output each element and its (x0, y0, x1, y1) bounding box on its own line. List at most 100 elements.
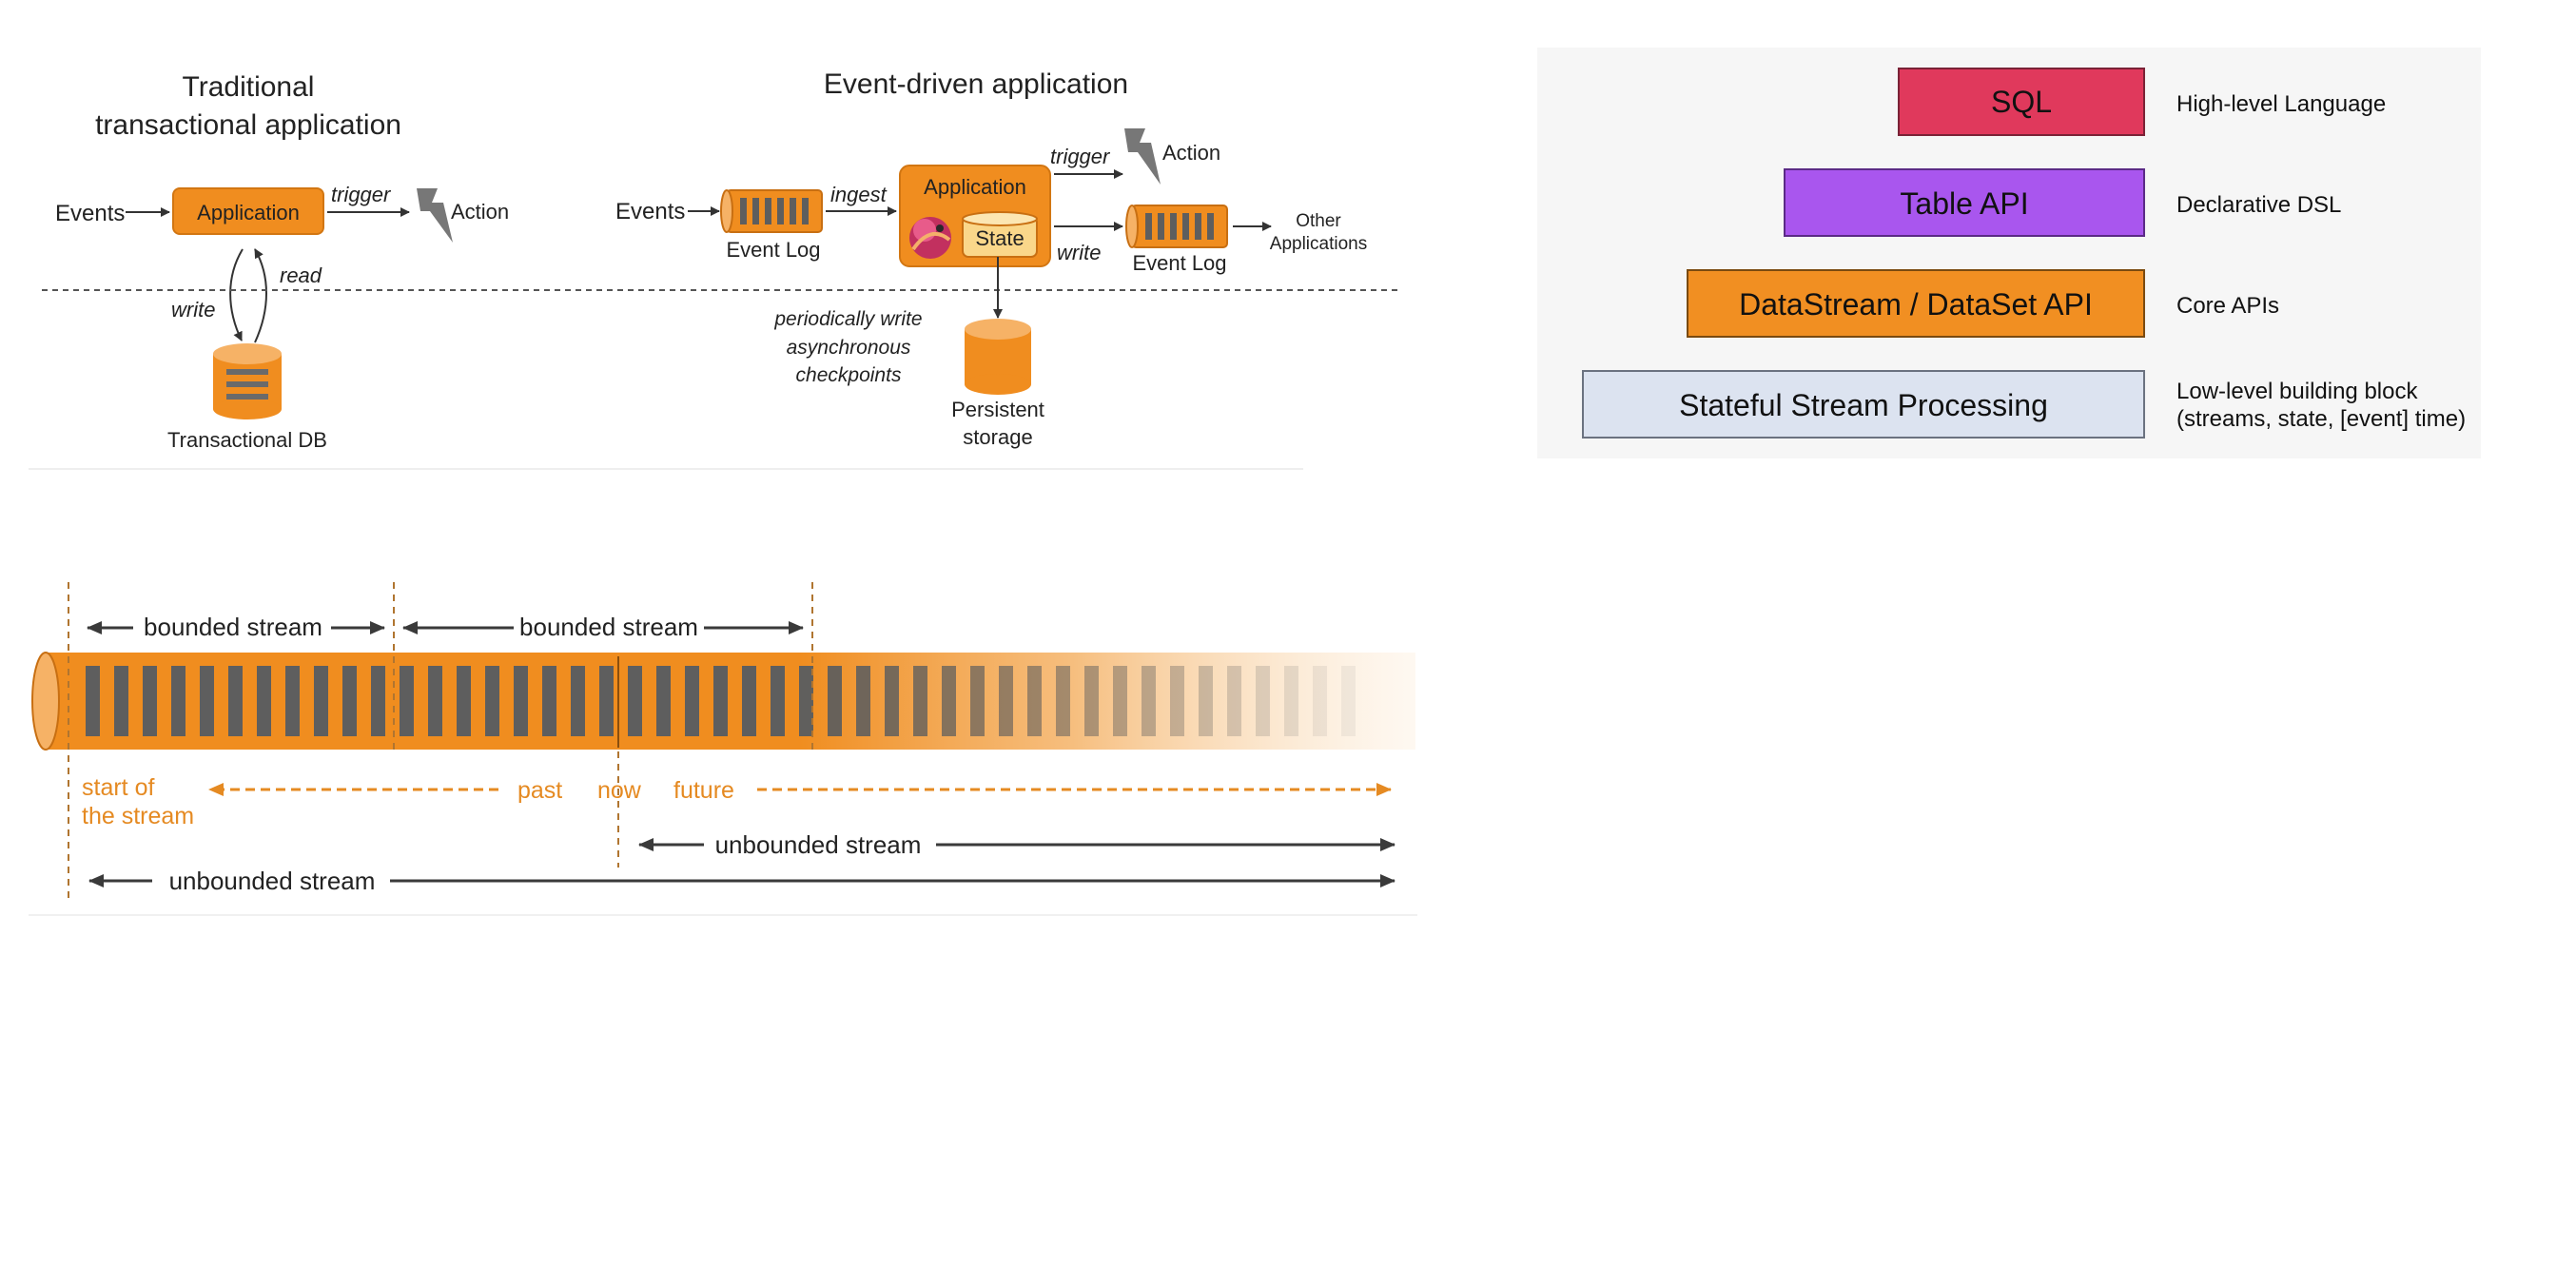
api-stack-panel: SQL High-level Language Table API Declar… (1537, 48, 2481, 458)
stream-event-bar (856, 666, 870, 736)
read-arrow (254, 248, 267, 343)
ingest-label: ingest (830, 183, 888, 206)
stream-event-bar (514, 666, 528, 736)
traditional-trigger-label: trigger (331, 183, 392, 206)
stream-event-bar (1142, 666, 1156, 736)
past-label: past (517, 777, 562, 804)
stream-event-bar (628, 666, 642, 736)
write-arrow (229, 248, 244, 341)
traditional-application-label: Application (197, 201, 300, 224)
stream-event-bar (1084, 666, 1099, 736)
stream-event-bar (457, 666, 471, 736)
transactional-db-label: Transactional DB (167, 428, 327, 452)
event-log-in-label: Event Log (726, 238, 820, 262)
datastream-layer-description: Core APIs (2176, 293, 2279, 319)
flink-squirrel-icon (909, 217, 951, 259)
stream-event-bar (485, 666, 499, 736)
stream-event-bar (114, 666, 128, 736)
event-driven-diagram: Event-driven application Events Event Lo… (615, 68, 1367, 449)
unbounded-all-label: unbounded stream (169, 867, 376, 895)
traditional-title-line2: transactional application (95, 109, 401, 141)
stream-event-bar (428, 666, 442, 736)
stream-event-bar (742, 666, 756, 736)
stream-event-bar (1027, 666, 1042, 736)
table-api-layer-description: Declarative DSL (2176, 192, 2341, 218)
state-label: State (975, 226, 1024, 250)
stream-event-bar (1113, 666, 1127, 736)
table-api-layer-label: Table API (1900, 186, 2028, 221)
stream-event-bar (799, 666, 813, 736)
datastream-layer-label: DataStream / DataSet API (1739, 287, 2093, 322)
stream-event-bar (86, 666, 100, 736)
datastream-layer-box (1687, 269, 2145, 338)
state-store (962, 211, 1038, 258)
sql-layer-box (1898, 68, 2145, 136)
stateful-layer-label: Stateful Stream Processing (1679, 388, 2048, 422)
checkpoint-label-line3: checkpoints (796, 364, 902, 386)
event-driven-events-label: Events (615, 199, 685, 224)
event-driven-write-label: write (1057, 241, 1101, 264)
stream-event-bar (970, 666, 985, 736)
stream-event-bar (771, 666, 785, 736)
sql-layer-label: SQL (1991, 85, 2052, 119)
storage-label-line2: storage (963, 425, 1032, 449)
stream-event-bar (713, 666, 728, 736)
traditional-app-diagram: Traditional transactional application Ev… (55, 71, 509, 452)
bounded-stream-2-label: bounded stream (519, 613, 698, 641)
streams-diagram: bounded stream bounded stream start of t… (29, 582, 1417, 916)
now-label: now (597, 777, 642, 804)
stream-tube (46, 653, 1415, 750)
stream-event-bar (400, 666, 414, 736)
stream-event-bar (1256, 666, 1270, 736)
stream-event-bar (1227, 666, 1241, 736)
sql-layer-description: High-level Language (2176, 91, 2386, 117)
stream-event-bar (599, 666, 614, 736)
stream-event-bar (1284, 666, 1298, 736)
stream-event-bar (828, 666, 842, 736)
traditional-write-label: write (171, 298, 215, 322)
event-driven-title: Event-driven application (824, 68, 1128, 100)
event-log-in-icon (720, 189, 823, 233)
event-driven-action-label: Action (1162, 141, 1220, 165)
stream-event-bar (342, 666, 357, 736)
stateful-layer-box (1582, 370, 2145, 439)
stream-bars (86, 666, 1356, 736)
checkpoint-label-line2: asynchronous (787, 337, 911, 359)
stream-event-bar (371, 666, 385, 736)
stream-event-bar (571, 666, 585, 736)
stream-event-bar (200, 666, 214, 736)
stream-event-bar (285, 666, 300, 736)
database-icon (213, 343, 282, 419)
stream-event-bar (143, 666, 157, 736)
traditional-application-box (172, 187, 324, 235)
stream-event-bar (1170, 666, 1184, 736)
event-driven-trigger-label: trigger (1050, 145, 1111, 168)
stateful-layer-description-line1: Low-level building block (2176, 379, 2418, 404)
event-log-out-icon (1125, 205, 1228, 248)
start-of-stream-line2: the stream (82, 803, 194, 829)
stream-event-bar (685, 666, 699, 736)
checkpoint-label-line1: periodically write (773, 308, 922, 330)
stream-event-bar (228, 666, 243, 736)
future-label: future (673, 777, 734, 804)
stream-event-bar (1056, 666, 1070, 736)
stream-event-bar (942, 666, 956, 736)
stream-event-bar (656, 666, 671, 736)
stream-event-bar (1341, 666, 1356, 736)
stream-event-bar (999, 666, 1013, 736)
persistent-storage-icon (965, 319, 1031, 395)
stream-event-bar (913, 666, 927, 736)
stream-event-bar (1199, 666, 1213, 736)
stream-event-bar (885, 666, 899, 736)
storage-label-line1: Persistent (951, 398, 1044, 421)
event-driven-application-label: Application (924, 175, 1026, 199)
other-apps-line1: Other (1296, 211, 1341, 231)
table-api-layer-box (1784, 168, 2145, 237)
bounded-stream-1-label: bounded stream (144, 613, 322, 641)
stream-event-bar (257, 666, 271, 736)
event-log-out-label: Event Log (1132, 251, 1226, 275)
stream-event-bar (1313, 666, 1327, 736)
lightning-icon (417, 188, 453, 243)
traditional-action-label: Action (451, 200, 509, 224)
